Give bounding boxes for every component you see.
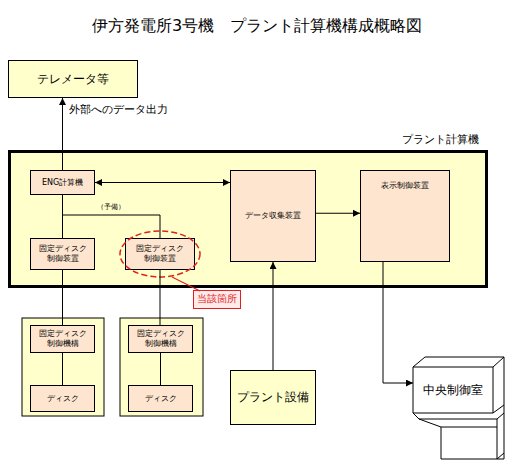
mechanism-box: 固定ディスク 制御機構: [128, 325, 193, 353]
device-box: 表示制御装置: [360, 170, 450, 262]
device-box: データ収集装置: [230, 170, 316, 262]
node-label: プラント計算機: [402, 133, 479, 147]
edge-label: （予備）: [97, 202, 125, 212]
node-label: ディスク: [145, 394, 177, 404]
callout-box: 当該箇所: [193, 290, 241, 309]
console-edges: [413, 357, 504, 459]
plant-box: プラント設備: [230, 370, 316, 425]
diagram-title: 伊方発電所3号機 プラント計算機構成概略図: [0, 16, 514, 37]
external-box: テレメータ等: [8, 60, 138, 98]
node-label: ディスク: [47, 394, 79, 404]
disk-unit-group: [22, 318, 104, 416]
node-label: 当該箇所: [197, 293, 237, 306]
node-label: ENG計算機: [42, 178, 83, 188]
node-label: テレメータ等: [37, 72, 109, 87]
connector: [160, 353, 161, 385]
node-label: 表示制御装置: [381, 181, 429, 191]
node-label: 固定ディスク 制御機構: [129, 329, 192, 349]
computer-frame: プラント計算機ENG計算機データ収集装置表示制御装置固定ディスク 制御装置固定デ…: [8, 150, 488, 288]
controller-box: 固定ディスク 制御装置: [125, 238, 195, 270]
edge-label: 外部へのデータ出力: [69, 102, 168, 117]
connector: [62, 353, 63, 385]
node-label: データ収集装置: [245, 211, 301, 221]
computer-box: ENG計算機: [30, 170, 95, 195]
node-label: 固定ディスク 制御機構: [31, 329, 94, 349]
node-label: プラント設備: [237, 390, 309, 405]
control-room: 中央制御室: [405, 355, 505, 460]
mechanism-box: 固定ディスク 制御機構: [30, 325, 95, 353]
disk-box: ディスク: [30, 385, 95, 412]
console-silhouette: [413, 357, 504, 459]
controller-box: 固定ディスク 制御装置: [30, 238, 95, 270]
disk-unit-group: [120, 318, 203, 416]
node-label: 中央制御室: [413, 367, 493, 413]
console-outline: [405, 355, 505, 460]
node-label: 固定ディスク 制御装置: [126, 244, 194, 264]
disk-box: ディスク: [128, 385, 193, 412]
node-label: 固定ディスク 制御装置: [31, 244, 94, 264]
